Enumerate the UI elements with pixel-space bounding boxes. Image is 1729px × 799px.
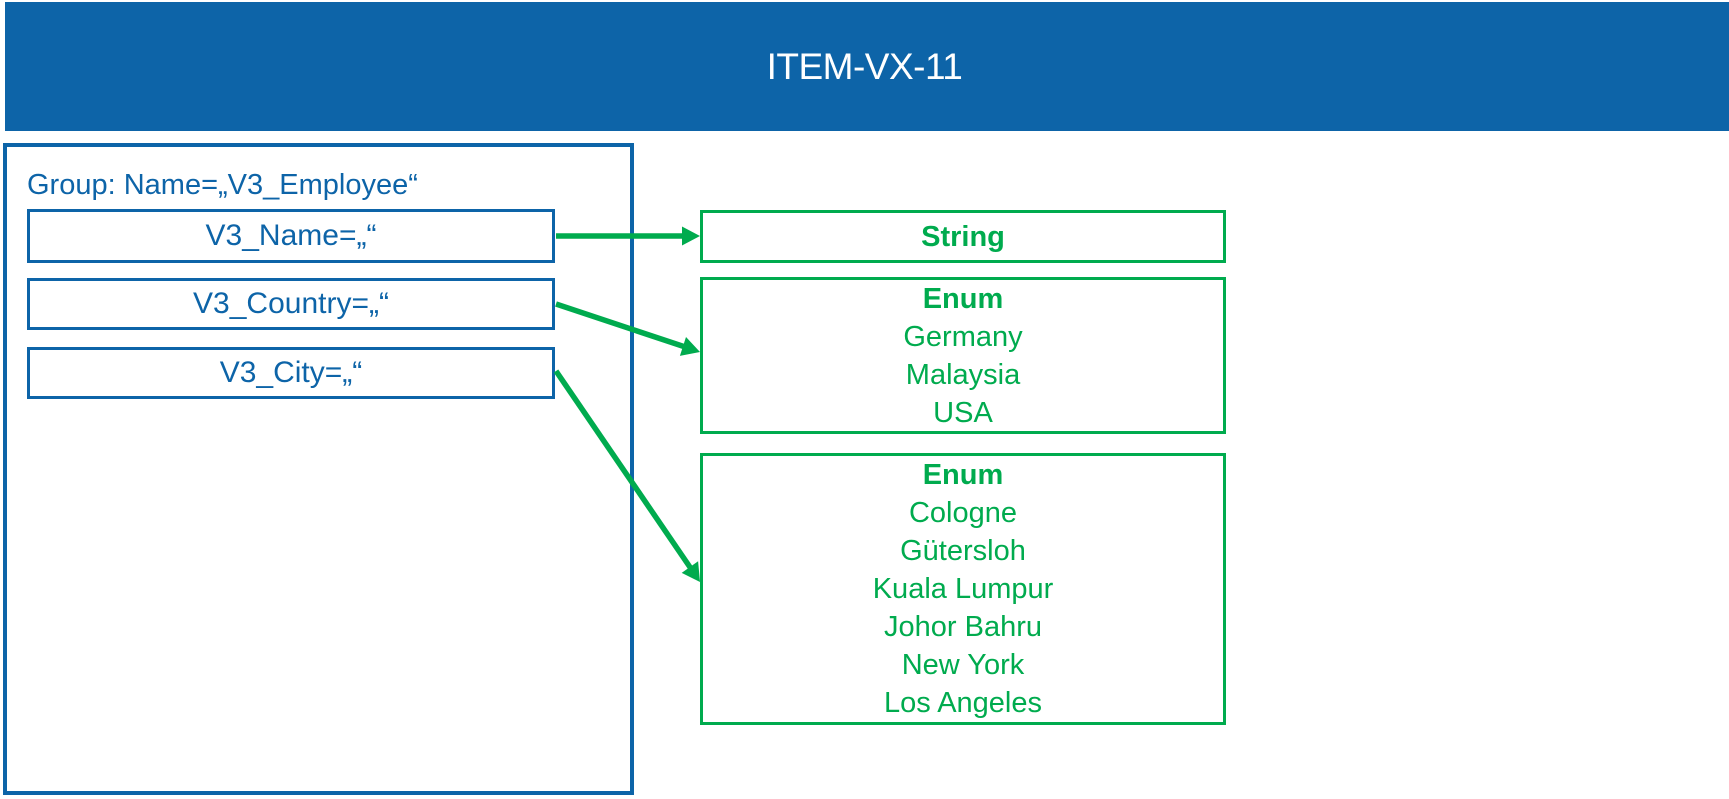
enum-value-johor-bahru: Johor Bahru xyxy=(884,611,1042,643)
type-title-enum-countries: Enum xyxy=(922,282,1004,315)
arrow-city-to-enum xyxy=(553,369,700,582)
enum-value-germany: Germany xyxy=(903,320,1023,353)
field-box-v3-name: V3_Name=„“ xyxy=(27,209,555,263)
enum-value-malaysia: Malaysia xyxy=(905,358,1021,391)
enum-value-new-york: New York xyxy=(901,649,1025,681)
field-label-v3-name: V3_Name=„“ xyxy=(205,219,377,252)
page-title: ITEM-VX-11 xyxy=(766,45,963,87)
type-title-enum-cities: Enum xyxy=(922,459,1004,491)
type-title-string: String xyxy=(921,220,1005,253)
type-box-string: String xyxy=(700,210,1226,263)
arrow-name-to-string xyxy=(556,226,700,246)
group-label: Group: Name=„V3_Employee“ xyxy=(27,169,418,201)
arrow-country-to-enum xyxy=(555,301,700,356)
enum-value-cologne: Cologne xyxy=(908,497,1018,529)
enum-value-kuala-lumpur: Kuala Lumpur xyxy=(872,573,1054,605)
enum-value-los-angeles: Los Angeles xyxy=(883,687,1042,719)
title-banner: ITEM-VX-11 xyxy=(5,2,1729,131)
field-label-v3-country: V3_Country=„“ xyxy=(193,287,389,320)
type-box-enum-countries: Enum Germany Malaysia USA xyxy=(700,277,1226,434)
field-box-v3-city: V3_City=„“ xyxy=(27,347,555,399)
field-box-v3-country: V3_Country=„“ xyxy=(27,278,555,330)
enum-value-usa: USA xyxy=(933,396,993,429)
field-label-v3-city: V3_City=„“ xyxy=(219,356,363,389)
type-box-enum-cities: Enum Cologne Gütersloh Kuala Lumpur Joho… xyxy=(700,453,1226,725)
enum-value-guetersloh: Gütersloh xyxy=(900,535,1026,567)
